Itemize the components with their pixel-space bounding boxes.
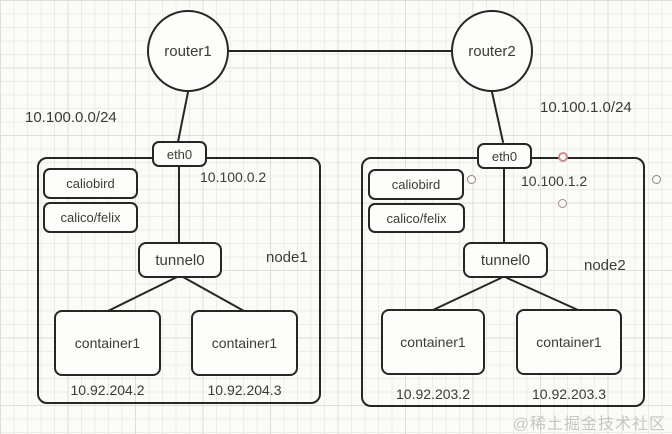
node2-caliobird-label: caliobird <box>391 177 441 192</box>
node2-label: node2 <box>584 257 626 274</box>
router2-node: router2 <box>451 10 533 92</box>
node2-container1-label: container1 <box>400 334 466 350</box>
node2-calico-felix-box: calico/felix <box>368 203 465 233</box>
link-node1-tunnel0-container1b <box>182 276 245 312</box>
node1-label: node1 <box>266 249 308 266</box>
node2-eth0-ip: 10.100.1.2 <box>521 173 588 189</box>
watermark-text: @稀土掘金技术社区 <box>512 416 666 433</box>
subnet-label-right: 10.100.1.0/24 <box>540 99 632 116</box>
node2-caliobird-box: caliobird <box>368 169 464 200</box>
node1-container1-label: container1 <box>74 335 141 351</box>
node1-calico-felix-box: calico/felix <box>43 202 138 233</box>
node2-eth0-box: eth0 <box>477 143 532 169</box>
router1-label: router1 <box>164 42 212 60</box>
node1-container2-label: container1 <box>211 335 278 351</box>
link-router1-node1-eth0 <box>177 91 189 143</box>
node1-caliobird-box: caliobird <box>43 168 138 199</box>
node1-eth0-label: eth0 <box>166 146 193 162</box>
connection-handle-right-icon <box>652 175 661 184</box>
link-router2-node2-eth0 <box>491 91 504 143</box>
node1-container1-box: container1 <box>54 310 161 376</box>
node1-eth0-ip: 10.100.0.2 <box>200 169 267 185</box>
router1-node: router1 <box>147 10 229 92</box>
node1-caliobird-label: caliobird <box>66 176 115 191</box>
node2-tunnel0-box: tunnel0 <box>463 242 548 278</box>
link-node2-tunnel0-container2b <box>506 277 579 311</box>
node2-container1-box: container1 <box>381 309 485 375</box>
node2-calico-felix-label: calico/felix <box>386 210 447 226</box>
node1-container2-ip: 10.92.204.3 <box>207 382 282 398</box>
node1-container1-ip: 10.92.204.2 <box>70 382 145 398</box>
link-node2-tunnel0-container2a <box>432 277 502 311</box>
router2-label: router2 <box>468 42 516 60</box>
node1-calico-felix-label: calico/felix <box>60 210 121 225</box>
connection-handle-top-icon <box>558 152 568 162</box>
node1-tunnel0-box: tunnel0 <box>138 242 222 278</box>
node1-container2-box: container1 <box>191 310 298 376</box>
link-node1-tunnel0-container1a <box>107 276 178 312</box>
node2-container1-ip: 10.92.203.2 <box>396 386 470 402</box>
node1-tunnel0-label: tunnel0 <box>155 251 205 269</box>
connection-handle-left-icon <box>467 175 476 184</box>
connection-handle-mid-icon <box>558 199 567 208</box>
node2-container2-ip: 10.92.203.3 <box>532 386 606 402</box>
node2-container2-label: container1 <box>536 334 602 350</box>
node2-tunnel0-label: tunnel0 <box>480 251 531 269</box>
node2-eth0-label: eth0 <box>491 148 518 164</box>
node2-container2-box: container1 <box>516 309 622 375</box>
subnet-label-left: 10.100.0.0/24 <box>25 109 117 126</box>
node1-eth0-box: eth0 <box>152 141 207 167</box>
